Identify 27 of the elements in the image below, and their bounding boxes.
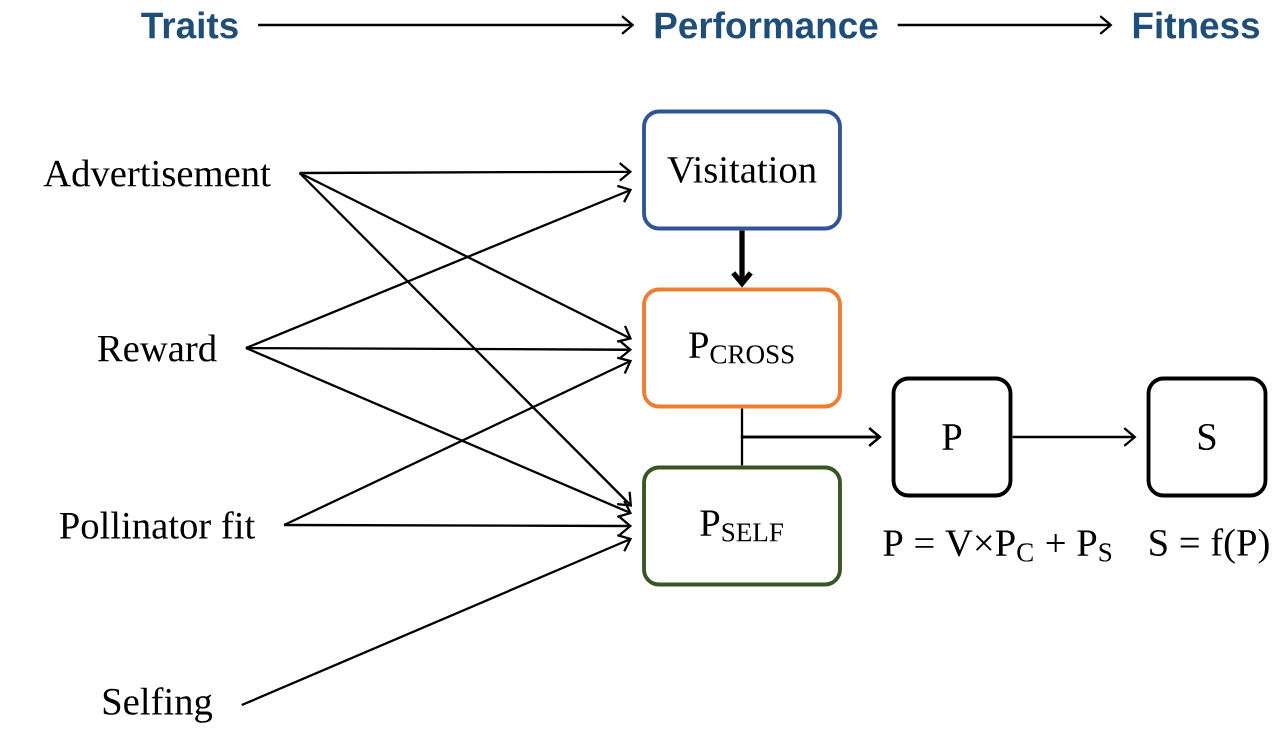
arrow	[740, 427, 882, 466]
arrow	[245, 340, 633, 360]
performance-box: P$_{SELF}$	[642, 465, 842, 587]
arrow	[258, 15, 635, 35]
arrow	[284, 516, 633, 536]
arrow	[241, 533, 633, 707]
arrow	[245, 346, 633, 518]
performance-box: Visitation	[642, 109, 842, 231]
trait-label: Reward	[98, 334, 217, 362]
arrow	[897, 15, 1113, 35]
formula-label: P = V×P$_{C}$ + P$_{S}$	[883, 530, 1112, 562]
arrow	[299, 162, 633, 182]
arrow	[283, 356, 633, 527]
arrow	[299, 172, 633, 343]
trait-label: Advertisement	[43, 159, 271, 187]
arrow	[731, 230, 753, 288]
trait-label: Pollinator fit	[59, 511, 256, 539]
arrow	[298, 172, 633, 507]
stage-heading: Performance	[655, 11, 878, 39]
arrow	[1012, 427, 1137, 447]
fitness-box: P	[891, 376, 1013, 498]
arrow	[245, 184, 633, 350]
stage-heading: Traits	[141, 11, 238, 39]
trait-label: Selfing	[103, 687, 213, 723]
stage-heading: Fitness	[1133, 11, 1260, 39]
fitness-box: S	[1146, 376, 1268, 498]
performance-box: P$_{CROSS}$	[642, 287, 842, 409]
